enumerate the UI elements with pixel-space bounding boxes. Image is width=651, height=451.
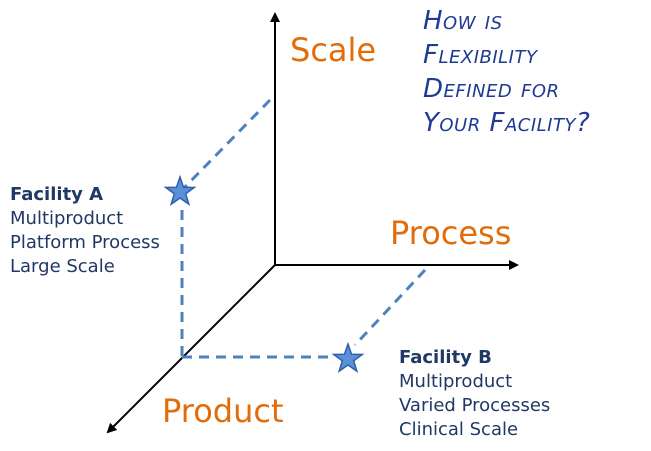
- facility-a-title: Facility A: [10, 184, 104, 205]
- facility-a-scale-projection: [180, 98, 272, 192]
- question-line: How is: [423, 6, 503, 36]
- product-axis-label: Product: [162, 392, 284, 430]
- question-line: Flexibility: [423, 40, 538, 70]
- question-line: Your Facility?: [423, 108, 591, 138]
- facility-b-line: Varied Processes: [399, 395, 551, 416]
- facility-b-line: Multiproduct: [399, 371, 513, 392]
- facility-b-star-icon: [331, 341, 365, 373]
- product-axis: [106, 264, 276, 434]
- facility-b-title: Facility B: [399, 347, 492, 368]
- facility-b-description: Facility B Multiproduct Varied Processes…: [399, 346, 550, 442]
- facility-a-line: Large Scale: [10, 256, 115, 277]
- question-line: Defined for: [423, 74, 560, 104]
- facility-b-process-projection: [353, 268, 427, 347]
- facility-a-star-icon: [163, 174, 197, 206]
- scale-axis-label: Scale: [290, 31, 377, 69]
- facility-a-line: Multiproduct: [10, 208, 124, 229]
- question-heading: How is Flexibility Defined for Your Faci…: [423, 4, 649, 140]
- facility-b-line: Clinical Scale: [399, 419, 519, 440]
- facility-a-line: Platform Process: [10, 232, 160, 253]
- facility-a-description: Facility A Multiproduct Platform Process…: [10, 183, 160, 279]
- process-axis-label: Process: [390, 214, 512, 252]
